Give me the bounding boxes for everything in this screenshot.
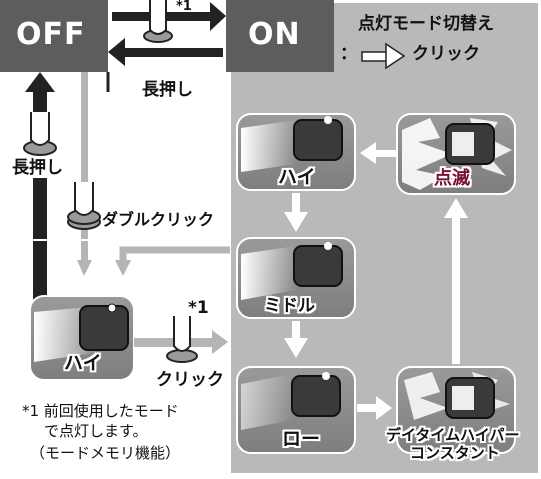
gray-arrows-to-start (77, 72, 230, 276)
daytime-label-line1: デイタイムハイパー (386, 426, 520, 444)
double-click-finger-icon (67, 182, 101, 230)
legend-prefix: ： (340, 44, 357, 64)
light-tile-low (236, 366, 356, 454)
off-label: OFF (16, 17, 86, 52)
long-press-up-arrow (25, 72, 55, 302)
double-click-label: ダブルクリック (102, 210, 215, 229)
off-mode-box (0, 0, 108, 72)
click-marker: *1 (188, 298, 209, 318)
top-marker: *1 (176, 0, 192, 14)
on-mode-box (226, 0, 334, 72)
left-bracket-line (9, 239, 230, 479)
light-tile-daytime (396, 366, 516, 454)
footnote-line2: で点灯します。 (44, 422, 148, 440)
legend-arrow-icon (361, 42, 406, 70)
light-tile-blink (396, 113, 516, 195)
legend-click-label: クリック (412, 44, 480, 64)
arrow-high-to-middle (284, 193, 308, 232)
light-tile-start-high (29, 295, 135, 381)
legend-title: 点灯モード切替え (358, 14, 494, 34)
on-label: ON (248, 17, 301, 52)
long-press-top-label: 長押し (142, 80, 193, 100)
arrow-daytime-to-blink (444, 198, 468, 364)
light-tile-middle (236, 237, 356, 319)
press-finger-icon-top (143, 0, 173, 43)
blink-label: 点滅 (434, 168, 470, 189)
footnote-line3: （モードメモリ機能） (30, 444, 181, 462)
low-label: ロー (282, 428, 321, 450)
click-label: クリック (156, 370, 224, 390)
click-finger-icon (166, 316, 198, 363)
high-label: ハイ (278, 166, 316, 188)
middle-label: ミドル (264, 296, 315, 316)
light-tile-high (236, 113, 356, 191)
arrow-blink-to-high (360, 142, 396, 164)
long-press-left-label: 長押し (12, 158, 63, 178)
start-high-label: ハイ (64, 352, 102, 374)
arrow-middle-to-low (284, 321, 308, 358)
press-finger-icon-left (23, 112, 57, 156)
daytime-label-line2: コンスタント (410, 444, 500, 462)
arrow-low-to-daytime (357, 396, 392, 420)
footnote-line1: *1 前回使用したモード (22, 402, 179, 420)
